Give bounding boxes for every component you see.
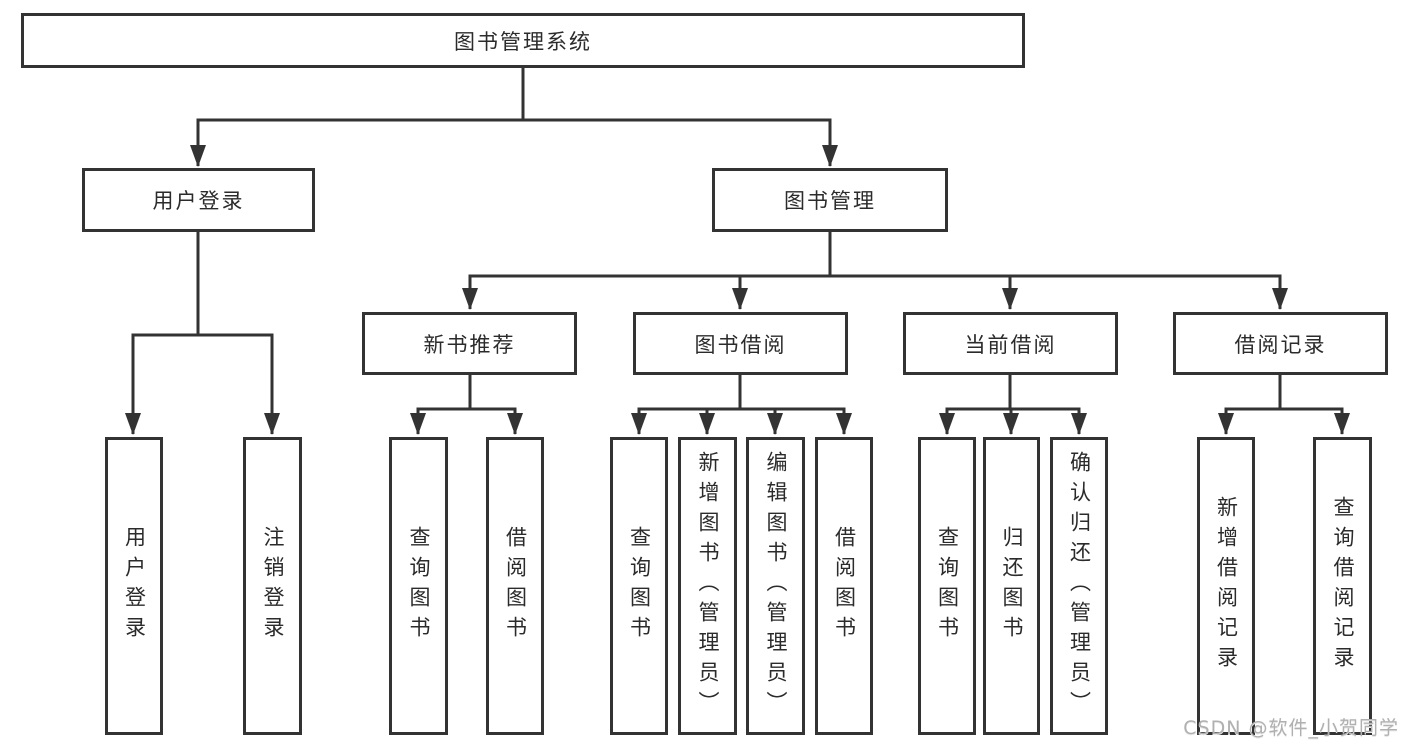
leaf-recommend-query-books-label: 查询图书 xyxy=(407,526,431,646)
node-book-borrowing-label: 图书借阅 xyxy=(694,332,787,357)
leaf-user-login: 用户登录 xyxy=(105,437,163,735)
node-user-login-branch-label: 用户登录 xyxy=(152,189,245,213)
leaf-records-add-record: 新增借阅记录 xyxy=(1197,437,1255,735)
node-book-borrowing: 图书借阅 xyxy=(633,312,848,375)
leaf-logout-label: 注销登录 xyxy=(261,526,285,646)
leaf-current-return-books: 归还图书 xyxy=(983,437,1040,735)
leaf-records-add-record-label: 新增借阅记录 xyxy=(1214,496,1239,676)
node-root-system-label: 图书管理系统 xyxy=(454,29,592,54)
leaf-logout: 注销登录 xyxy=(243,437,302,735)
node-borrow-records-label: 借阅记录 xyxy=(1234,332,1327,357)
node-borrow-records: 借阅记录 xyxy=(1173,312,1388,375)
leaf-records-query-record: 查询借阅记录 xyxy=(1313,437,1372,735)
leaf-borrowing-query-books-label: 查询图书 xyxy=(627,526,652,646)
node-current-borrowing: 当前借阅 xyxy=(903,312,1118,375)
leaf-recommend-borrow-books: 借阅图书 xyxy=(486,437,544,735)
node-new-book-recommend-label: 新书推荐 xyxy=(423,332,516,357)
node-new-book-recommend: 新书推荐 xyxy=(362,312,577,375)
node-root-system: 图书管理系统 xyxy=(21,13,1025,68)
leaf-current-confirm-return-admin-label: 确认归还（管理员） xyxy=(1067,451,1092,721)
leaf-current-query-books: 查询图书 xyxy=(918,437,976,735)
leaf-records-query-record-label: 查询借阅记录 xyxy=(1331,496,1355,676)
leaf-user-login-label: 用户登录 xyxy=(122,526,147,646)
leaf-current-confirm-return-admin: 确认归还（管理员） xyxy=(1050,437,1108,735)
leaf-borrowing-add-books-admin-label: 新增图书（管理员） xyxy=(696,451,720,721)
leaf-current-query-books-label: 查询图书 xyxy=(935,526,960,646)
leaf-borrowing-query-books: 查询图书 xyxy=(610,437,668,735)
leaf-borrowing-edit-books-admin: 编辑图书（管理员） xyxy=(746,437,805,735)
node-book-management-branch-label: 图书管理 xyxy=(784,189,876,213)
node-user-login-branch: 用户登录 xyxy=(82,168,315,232)
node-book-management-branch: 图书管理 xyxy=(712,168,948,232)
leaf-current-return-books-label: 归还图书 xyxy=(1000,526,1024,646)
leaf-borrowing-add-books-admin: 新增图书（管理员） xyxy=(678,437,737,735)
csdn-watermark: CSDN @软件_小贺同学 xyxy=(1183,717,1399,739)
node-current-borrowing-label: 当前借阅 xyxy=(964,332,1057,357)
leaf-recommend-borrow-books-label: 借阅图书 xyxy=(503,526,528,646)
leaf-recommend-query-books: 查询图书 xyxy=(389,437,448,735)
leaf-borrowing-borrow-books-label: 借阅图书 xyxy=(832,526,857,646)
leaf-borrowing-borrow-books: 借阅图书 xyxy=(815,437,873,735)
leaf-borrowing-edit-books-admin-label: 编辑图书（管理员） xyxy=(764,451,788,721)
